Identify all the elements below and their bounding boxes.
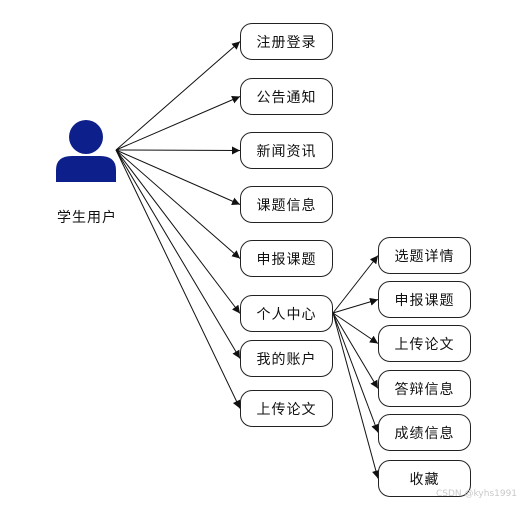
edge-actor-to-main-3 (115, 146, 241, 155)
edge-center-to-sub-4 (332, 312, 379, 389)
edge-center-to-sub-2 (332, 297, 379, 314)
edge-center-to-sub-6 (332, 312, 380, 479)
main-node-1: 注册登录 (240, 23, 333, 60)
sub-node-4: 答辩信息 (378, 370, 471, 407)
sub-node-6: 收藏 (378, 460, 471, 497)
main-node-7: 我的账户 (240, 340, 333, 377)
sub-node-3: 上传论文 (378, 325, 471, 362)
main-node-5: 申报课题 (240, 240, 333, 277)
edge-actor-to-main-2 (115, 95, 241, 151)
edge-actor-to-main-8 (115, 149, 241, 409)
edge-center-to-sub-3 (332, 312, 379, 344)
edge-actor-to-main-7 (115, 149, 241, 359)
edge-actor-to-main-1 (115, 41, 241, 151)
sub-node-2: 申报课题 (378, 281, 471, 318)
watermark: CSDN @kyhs1991 (436, 489, 518, 499)
edge-actor-to-main-5 (115, 149, 241, 259)
edge-actor-to-main-6 (115, 149, 241, 314)
main-node-3: 新闻资讯 (240, 132, 333, 169)
actor-label: 学生用户 (57, 210, 117, 226)
edge-actor-to-main-4 (115, 149, 241, 205)
main-node-4: 课题信息 (240, 186, 333, 223)
main-node-6: 个人中心 (240, 295, 333, 332)
main-node-8: 上传论文 (240, 390, 333, 427)
sub-node-5: 成绩信息 (378, 414, 471, 451)
main-node-2: 公告通知 (240, 78, 333, 115)
edge-center-to-sub-1 (332, 255, 379, 314)
user-icon (56, 120, 116, 182)
edge-center-to-sub-5 (332, 312, 379, 433)
sub-node-1: 选题详情 (378, 237, 471, 274)
